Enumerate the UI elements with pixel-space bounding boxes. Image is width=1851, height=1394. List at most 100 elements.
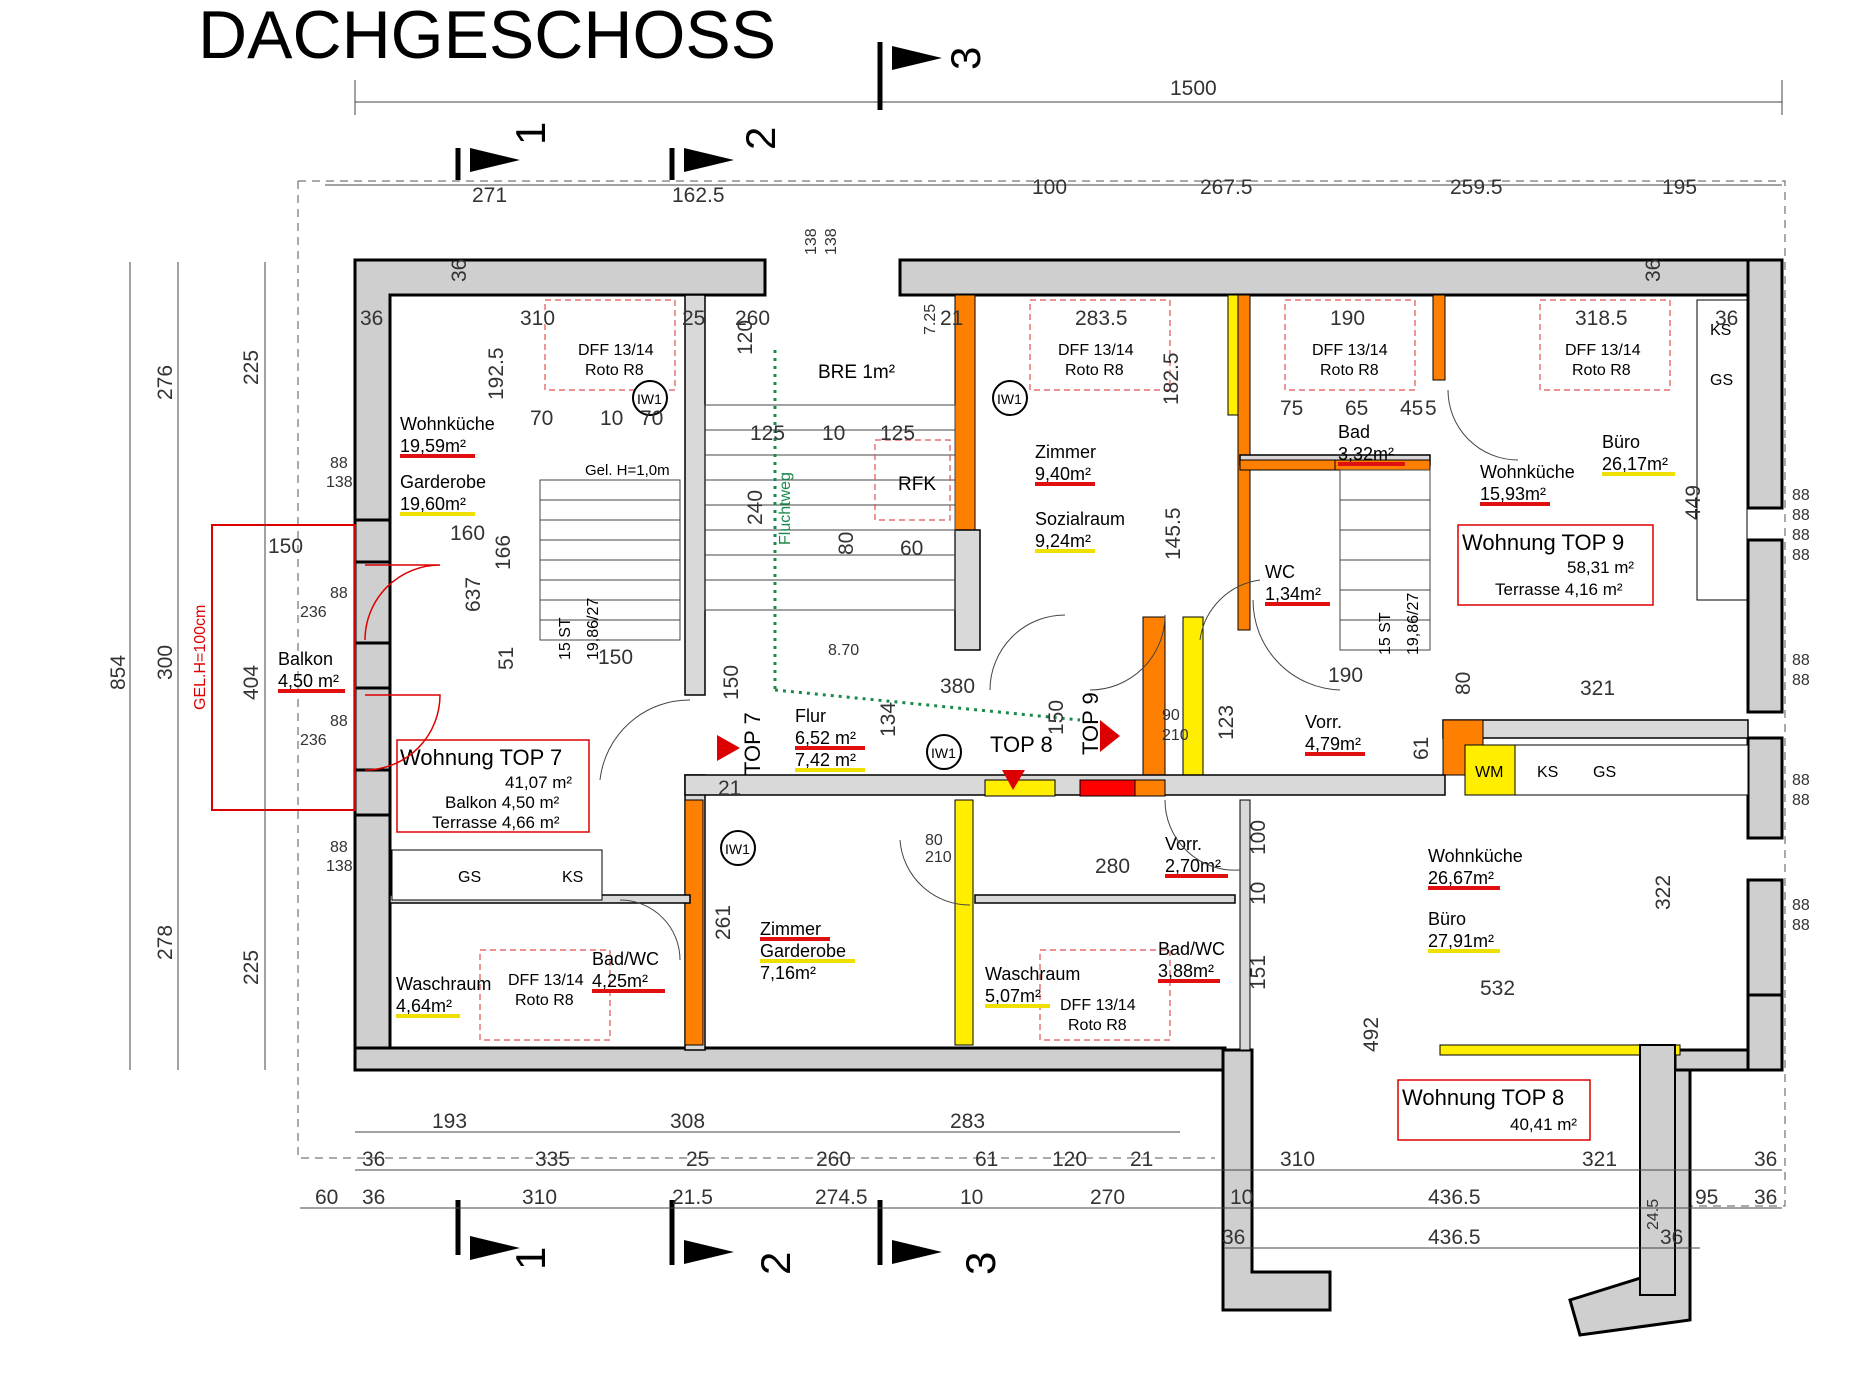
svg-text:36: 36 [362, 1148, 385, 1171]
svg-text:Waschraum: Waschraum [985, 964, 1080, 984]
balcony-outline [211, 524, 356, 811]
svg-text:51: 51 [495, 647, 518, 670]
svg-text:GS: GS [458, 869, 481, 886]
skylight-2: DFF 13/14 Roto R8 [1029, 299, 1171, 391]
svg-text:36: 36 [360, 307, 383, 330]
svg-text:Wohnung TOP 9: Wohnung TOP 9 [1462, 530, 1624, 555]
room-vorr-top9: Vorr. 4,79m² [1305, 712, 1365, 756]
room-buero-top8: Büro 27,91m² [1428, 909, 1500, 953]
svg-text:150: 150 [598, 646, 633, 669]
svg-text:88: 88 [1792, 652, 1810, 669]
top9-marker: TOP 9 [1078, 692, 1103, 755]
stair-left [539, 479, 681, 641]
svg-text:10: 10 [960, 1186, 983, 1209]
svg-text:88: 88 [1792, 547, 1810, 564]
stair-rise-left: 19,86/27 [585, 598, 602, 660]
svg-text:10: 10 [1230, 1186, 1253, 1209]
svg-text:95: 95 [1695, 1186, 1718, 1209]
svg-text:182.5: 182.5 [1160, 352, 1183, 405]
svg-text:Bad/WC: Bad/WC [592, 949, 659, 969]
stair-steps-left: 15 ST [557, 617, 574, 660]
room-bad-top9: Bad 3,32m² [1338, 422, 1405, 466]
room-flur: Flur 6,52 m² 7,42 m² [795, 706, 865, 772]
svg-text:80: 80 [1452, 672, 1475, 695]
outer-walls [353, 258, 1784, 1337]
svg-text:260: 260 [735, 307, 770, 330]
svg-text:120: 120 [734, 320, 757, 355]
svg-text:Roto R8: Roto R8 [1572, 362, 1631, 379]
svg-text:60: 60 [315, 1186, 338, 1209]
room-garderobe-top7: Garderobe 19,60m² [400, 472, 486, 516]
svg-text:88: 88 [1792, 897, 1810, 914]
room-wc-top9: WC 1,34m² [1265, 562, 1330, 606]
svg-text:261: 261 [712, 905, 735, 940]
svg-text:Wohnung TOP 7: Wohnung TOP 7 [400, 745, 562, 770]
svg-text:190: 190 [1330, 307, 1365, 330]
svg-text:134: 134 [877, 702, 900, 737]
skylight-4: DFF 13/14 Roto R8 [1539, 299, 1671, 391]
svg-text:KS: KS [1537, 764, 1558, 781]
svg-text:4,79m²: 4,79m² [1305, 734, 1361, 754]
svg-text:4,64m²: 4,64m² [396, 996, 452, 1016]
svg-text:150: 150 [720, 665, 743, 700]
unit-box-top7: Wohnung TOP 7 41,07 m² Balkon 4,50 m² Te… [396, 739, 590, 833]
svg-text:4,50 m²: 4,50 m² [278, 671, 339, 691]
svg-text:9,40m²: 9,40m² [1035, 464, 1091, 484]
svg-text:7.25: 7.25 [922, 304, 939, 335]
svg-text:3: 3 [957, 1252, 1004, 1275]
svg-text:KS: KS [562, 869, 583, 886]
svg-text:2,70m²: 2,70m² [1165, 856, 1221, 876]
svg-text:24.5: 24.5 [1645, 1199, 1662, 1230]
svg-text:19,59m²: 19,59m² [400, 436, 466, 456]
iw1-marker-4: IW1 [720, 830, 756, 866]
svg-text:IW1: IW1 [725, 841, 750, 857]
dim-195: 195 [1662, 176, 1697, 199]
svg-text:58,31 m²: 58,31 m² [1567, 558, 1634, 577]
svg-text:10: 10 [1247, 882, 1270, 905]
svg-text:Bad: Bad [1338, 422, 1370, 442]
svg-text:240: 240 [744, 490, 767, 525]
stair-steps-right: 15 ST [1377, 612, 1394, 655]
svg-text:21: 21 [1130, 1148, 1153, 1171]
iw1-marker-3: IW1 [926, 734, 962, 770]
dims-bottom-row1: 193 308 283 [432, 1110, 985, 1133]
svg-text:40,41 m²: 40,41 m² [1510, 1115, 1577, 1134]
svg-text:151: 151 [1247, 955, 1270, 990]
room-vorr-top8: Vorr. 2,70m² [1165, 834, 1228, 878]
svg-text:637: 637 [462, 577, 485, 612]
svg-text:Roto R8: Roto R8 [515, 992, 574, 1009]
svg-text:Bad/WC: Bad/WC [1158, 939, 1225, 959]
svg-text:Roto R8: Roto R8 [1320, 362, 1379, 379]
svg-text:15,93m²: 15,93m² [1480, 484, 1546, 504]
svg-text:492: 492 [1360, 1017, 1383, 1052]
top8-marker: TOP 8 [990, 732, 1053, 757]
skylight-1: DFF 13/14 Roto R8 [544, 299, 676, 391]
dim-404: 404 [240, 665, 263, 700]
dim-100: 100 [1032, 176, 1067, 199]
dim-225b: 225 [240, 950, 263, 985]
room-balkon: Balkon 4,50 m² [278, 649, 345, 693]
door-swings [599, 389, 1519, 961]
svg-text:3,32m²: 3,32m² [1338, 444, 1394, 464]
svg-text:322: 322 [1652, 875, 1675, 910]
svg-text:1,34m²: 1,34m² [1265, 584, 1321, 604]
bre-label: BRE 1m² [818, 362, 895, 383]
svg-text:274.5: 274.5 [815, 1186, 868, 1209]
svg-text:Vorr.: Vorr. [1305, 712, 1342, 732]
svg-text:36: 36 [1754, 1148, 1777, 1171]
section-marker-3-top: 3 [877, 42, 989, 110]
svg-text:60: 60 [900, 537, 923, 560]
svg-text:310: 310 [520, 307, 555, 330]
svg-text:88: 88 [330, 585, 348, 602]
svg-text:210: 210 [925, 849, 952, 866]
svg-text:36: 36 [1642, 259, 1665, 282]
skylight-5: DFF 13/14 Roto R8 [479, 949, 611, 1041]
svg-text:4,25m²: 4,25m² [592, 971, 648, 991]
skylight-3: DFF 13/14 Roto R8 [1284, 299, 1416, 391]
svg-text:26,67m²: 26,67m² [1428, 868, 1494, 888]
svg-text:36: 36 [1715, 307, 1738, 330]
svg-text:283.5: 283.5 [1075, 307, 1128, 330]
rfk-label: RFK [898, 474, 936, 495]
svg-text:125: 125 [880, 422, 915, 445]
svg-text:WC: WC [1265, 562, 1295, 582]
